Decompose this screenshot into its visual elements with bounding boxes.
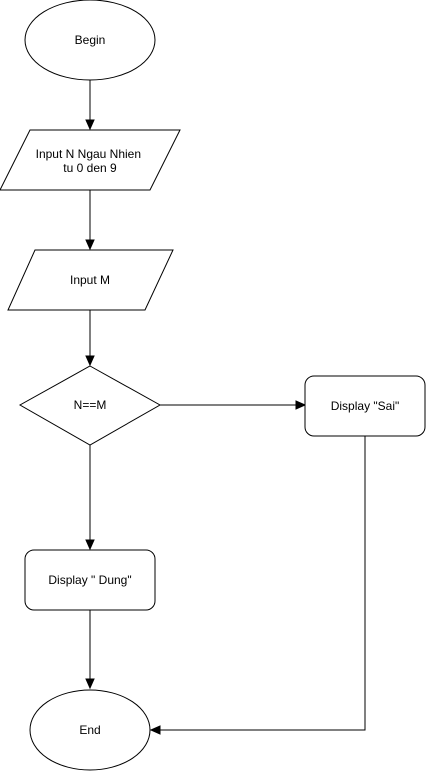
display-dung-label: Display " Dung" xyxy=(48,573,131,587)
display-dung-label-line-1: Display " Dung" xyxy=(48,573,131,587)
arrowhead-decision-to-display-dung xyxy=(85,539,95,551)
edge-display-sai-to-end xyxy=(159,436,366,731)
end-label: End xyxy=(79,723,100,737)
node-begin: Begin xyxy=(24,0,156,81)
input-n-label: Input N Ngau Nhien tu 0 den 9 xyxy=(36,147,145,175)
input-m-label-line-1: Input M xyxy=(70,273,110,287)
node-input-n: Input N Ngau Nhien tu 0 den 9 xyxy=(0,129,181,191)
input-n-label-line-1: Input N Ngau Nhien xyxy=(36,147,141,161)
input-m-label: Input M xyxy=(70,273,110,287)
display-dung-process-shape xyxy=(24,549,156,611)
decision-label-line-1: N==M xyxy=(74,398,107,412)
begin-terminator-shape xyxy=(24,0,156,81)
arrowhead-display-dung-to-end xyxy=(85,678,95,690)
begin-label: Begin xyxy=(75,33,106,47)
arrowhead-decision-to-display-sai xyxy=(295,400,307,410)
node-input-m: Input M xyxy=(7,249,174,311)
display-sai-process-shape xyxy=(304,375,426,437)
decision-label: N==M xyxy=(74,398,107,412)
arrowhead-display-sai-to-end xyxy=(149,725,161,735)
display-sai-label-line-1: Display "Sai" xyxy=(331,399,400,413)
end-terminator-shape xyxy=(29,689,151,771)
begin-label-line-1: Begin xyxy=(75,33,106,47)
decision-diamond-shape xyxy=(18,365,162,446)
input-m-parallelogram-shape xyxy=(7,249,174,311)
input-n-label-line-2: tu 0 den 9 xyxy=(63,161,117,175)
arrowhead-begin-to-input-n xyxy=(85,119,95,131)
input-n-parallelogram-shape xyxy=(0,129,181,191)
display-sai-label: Display "Sai" xyxy=(331,399,400,413)
node-display-sai: Display "Sai" xyxy=(304,375,426,437)
node-end: End xyxy=(29,689,151,771)
end-label-line-1: End xyxy=(79,723,100,737)
arrowhead-input-m-to-decision xyxy=(85,355,95,367)
node-decision: N==M xyxy=(18,365,162,446)
flowchart-edges xyxy=(85,80,366,735)
node-display-dung: Display " Dung" xyxy=(24,549,156,611)
arrowhead-input-n-to-input-m xyxy=(85,239,95,251)
